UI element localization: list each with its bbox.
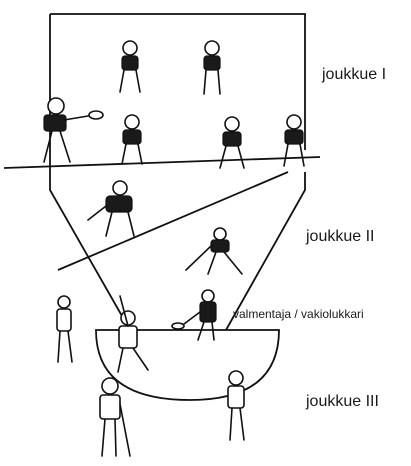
field-diagonal-line bbox=[57, 171, 289, 271]
team2-label: joukkue II bbox=[306, 228, 375, 245]
ball-icon bbox=[88, 110, 104, 120]
coach-figure bbox=[171, 289, 217, 341]
player-team1-back-right bbox=[203, 40, 221, 95]
field-lines bbox=[3, 13, 321, 401]
player-team1-back-left bbox=[119, 40, 141, 93]
field-upper-boundary bbox=[49, 13, 306, 331]
ball-icon bbox=[171, 322, 185, 330]
team1-label: joukkue I bbox=[322, 66, 387, 83]
player-team1-front-2 bbox=[219, 116, 245, 169]
player-team1-pitcher bbox=[43, 97, 104, 163]
coach-label: valmentaja / vakiolukkari bbox=[233, 307, 364, 321]
player-team3-bottom-right bbox=[227, 370, 245, 441]
player-team3-bottom-left bbox=[99, 377, 131, 457]
player-team3-waiting-left bbox=[56, 295, 73, 363]
home-base bbox=[95, 329, 280, 401]
field-center-line bbox=[3, 156, 321, 169]
team3-label: joukkue III bbox=[306, 393, 379, 410]
player-team2-crouching bbox=[87, 180, 135, 237]
player-team1-front-1 bbox=[121, 114, 143, 165]
player-team2-fielder bbox=[185, 227, 243, 275]
player-team3-batter bbox=[117, 295, 149, 373]
player-team1-front-3 bbox=[283, 114, 305, 167]
